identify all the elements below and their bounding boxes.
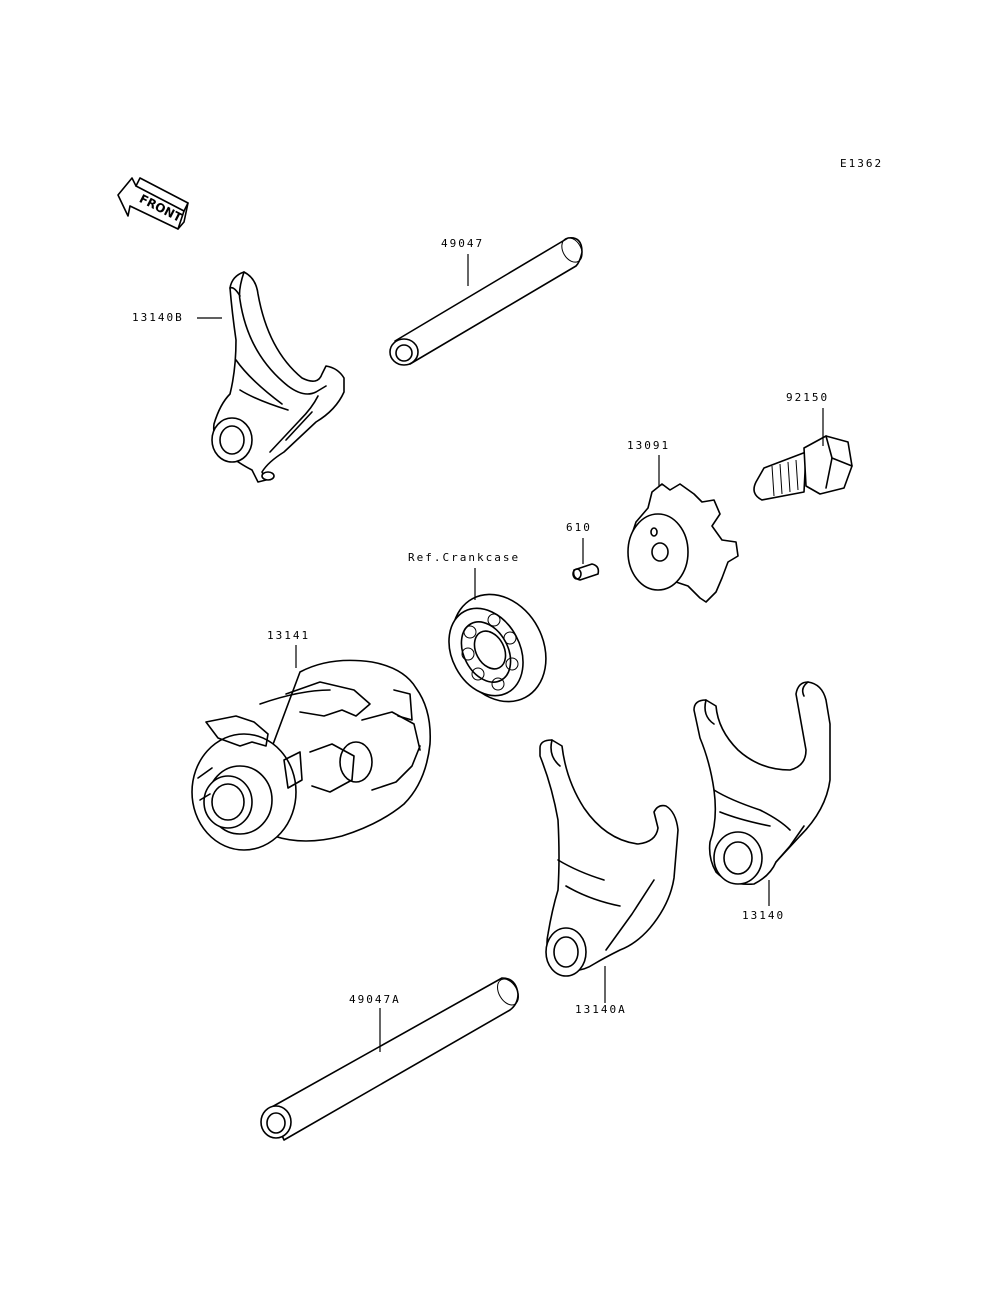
part-label-ref-crankcase: Ref.Crankcase — [408, 551, 521, 564]
bolt-92150 — [753, 435, 853, 501]
part-label-49047: 49047 — [441, 237, 485, 250]
shift-fork-shaft-49047 — [389, 236, 583, 366]
dowel-pin-610 — [572, 563, 600, 581]
shift-fork-13140a — [539, 739, 679, 977]
part-label-13140a: 13140A — [575, 1003, 627, 1016]
shift-fork-shaft-49047a — [260, 977, 519, 1141]
part-label-92150: 92150 — [786, 391, 830, 404]
shift-fork-13140 — [693, 681, 831, 886]
shift-drum-cam-13091 — [627, 483, 739, 603]
shift-fork-13140b — [211, 271, 345, 483]
bearing-ref-crankcase — [448, 593, 547, 703]
part-label-49047a: 49047A — [349, 993, 401, 1006]
leader-lines — [197, 254, 824, 1052]
part-label-13141: 13141 — [267, 629, 311, 642]
front-arrow-icon: FRONT — [117, 177, 189, 230]
shift-drum-13141 — [191, 659, 432, 851]
part-label-13140: 13140 — [742, 909, 786, 922]
part-label-13140b: 13140B — [132, 311, 184, 324]
part-label-610: 610 — [566, 521, 592, 534]
diagram-code: E1362 — [840, 157, 884, 170]
part-label-13091: 13091 — [627, 439, 671, 452]
